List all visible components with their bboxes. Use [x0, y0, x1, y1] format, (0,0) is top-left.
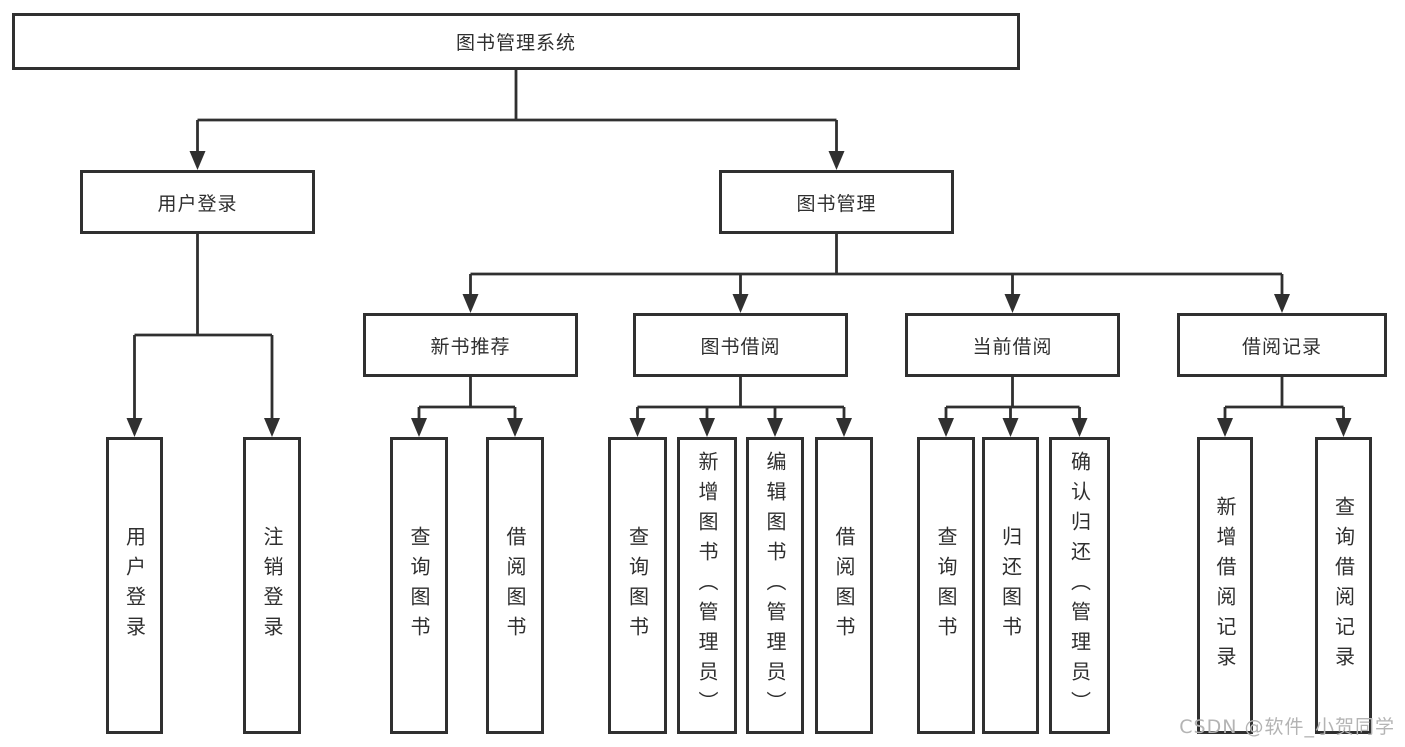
- leaf-label: 编辑图书（管理员）: [763, 450, 787, 721]
- leaf-label: 归还图书: [998, 525, 1023, 646]
- leaf-logout: 注销登录: [243, 437, 301, 734]
- leaf-return-books: 归还图书: [982, 437, 1039, 734]
- node-label: 新书推荐: [430, 335, 511, 358]
- node-label: 图书管理系统: [455, 32, 576, 54]
- leaf-user-login: 用户登录: [106, 437, 163, 734]
- node-borrowing-records: 借阅记录: [1177, 313, 1387, 377]
- node-label: 图书管理: [796, 192, 877, 215]
- leaf-label: 用户登录: [122, 525, 147, 646]
- leaf-label: 借阅图书: [503, 525, 527, 646]
- leaf-query-books-borrowing: 查询图书: [608, 437, 667, 734]
- node-label: 借阅记录: [1241, 335, 1322, 358]
- leaf-query-borrow-record: 查询借阅记录: [1315, 437, 1372, 734]
- leaf-query-books-recommend: 查询图书: [390, 437, 448, 734]
- leaf-label: 新增借阅记录: [1213, 495, 1237, 676]
- leaf-add-borrow-record: 新增借阅记录: [1197, 437, 1253, 734]
- node-current-borrowing: 当前借阅: [905, 313, 1120, 377]
- leaf-label: 确认归还（管理员）: [1067, 450, 1092, 721]
- leaf-label: 借阅图书: [832, 525, 856, 646]
- leaf-query-books-current: 查询图书: [917, 437, 975, 734]
- watermark: CSDN @软件_小贺同学: [1179, 716, 1395, 738]
- leaf-add-books-admin: 新增图书（管理员）: [677, 437, 737, 734]
- leaf-borrow-books: 借阅图书: [815, 437, 873, 734]
- leaf-label: 注销登录: [260, 525, 284, 646]
- node-book-borrowing: 图书借阅: [633, 313, 848, 377]
- leaf-label: 查询图书: [407, 525, 431, 646]
- node-label: 图书借阅: [700, 335, 781, 358]
- node-book-management: 图书管理: [719, 170, 954, 234]
- node-user-login: 用户登录: [80, 170, 315, 234]
- leaf-confirm-return-admin: 确认归还（管理员）: [1049, 437, 1110, 734]
- node-label: 当前借阅: [972, 335, 1053, 358]
- leaf-label: 新增图书（管理员）: [695, 450, 719, 721]
- node-new-book-recommend: 新书推荐: [363, 313, 578, 377]
- leaf-label: 查询图书: [934, 525, 958, 646]
- node-book-management-system: 图书管理系统: [12, 13, 1020, 70]
- arrowhead-icons: [126, 151, 1352, 437]
- leaf-label: 查询借阅记录: [1331, 495, 1356, 676]
- leaf-label: 查询图书: [625, 525, 650, 646]
- leaf-borrow-books-recommend: 借阅图书: [486, 437, 544, 734]
- leaf-edit-books-admin: 编辑图书（管理员）: [746, 437, 804, 734]
- node-label: 用户登录: [157, 192, 238, 215]
